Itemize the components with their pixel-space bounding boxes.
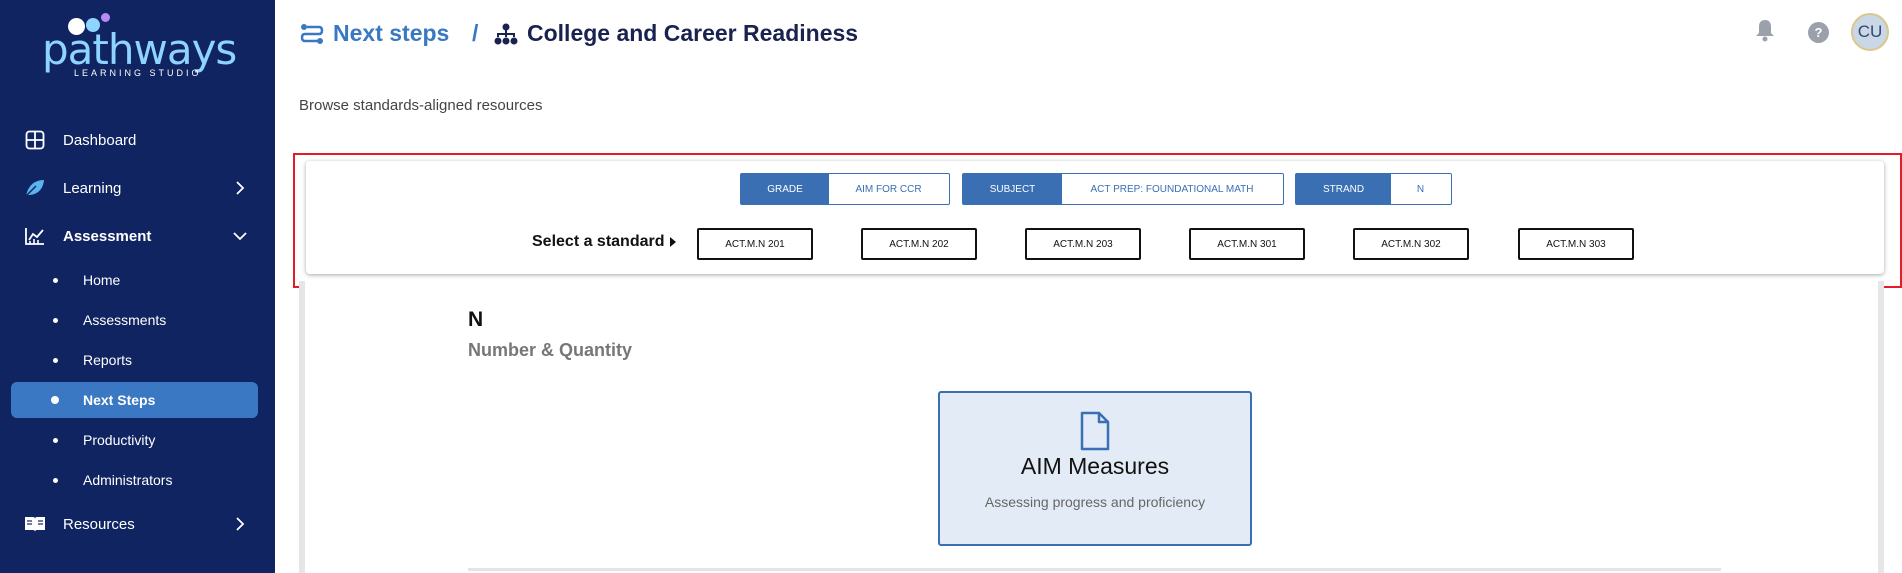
standard-button[interactable]: ACT.M.N 303	[1518, 228, 1634, 260]
bullet-icon	[53, 277, 58, 283]
grade-filter-key: GRADE	[741, 174, 829, 204]
bullet-icon	[53, 437, 58, 443]
breadcrumb-label: Next steps	[333, 20, 450, 46]
sidebar-subitem-home[interactable]: Home	[11, 262, 258, 298]
breadcrumb-current: College and Career Readiness	[494, 20, 858, 47]
select-standard-label: Select a standard	[532, 233, 676, 251]
sidebar-item-assessment[interactable]: Assessment	[0, 216, 275, 256]
standard-button[interactable]: ACT.M.N 302	[1353, 228, 1469, 260]
subject-filter-value: ACT PREP: FOUNDATIONAL MATH	[1062, 174, 1282, 204]
divider	[468, 568, 1721, 571]
strand-name: Number & Quantity	[468, 340, 633, 360]
pathways-logo[interactable]: pathways LEARNING STUDIO	[38, 12, 237, 80]
sidebar-item-learning[interactable]: Learning	[0, 168, 275, 208]
strand-filter-value: N	[1391, 174, 1450, 204]
dashboard-icon	[24, 129, 46, 151]
caret-right-icon	[669, 237, 676, 247]
page-title: College and Career Readiness	[527, 20, 859, 46]
sidebar-subitem-label: Next Steps	[83, 392, 156, 408]
logo-subtitle: LEARNING STUDIO	[74, 68, 202, 78]
standard-button[interactable]: ACT.M.N 301	[1189, 228, 1305, 260]
grade-filter[interactable]: GRADE AIM FOR CCR	[740, 173, 950, 205]
steps-icon	[300, 23, 324, 44]
document-icon	[1080, 411, 1110, 451]
sidebar: pathways LEARNING STUDIO Dashboard Learn…	[0, 0, 275, 573]
avatar[interactable]: CU	[1851, 13, 1889, 51]
sidebar-item-label: Dashboard	[63, 131, 137, 149]
header: Next steps / College and Career Readines…	[275, 0, 1902, 66]
sidebar-subitem-label: Reports	[83, 352, 133, 368]
sidebar-subitem-label: Administrators	[83, 472, 173, 488]
bullet-icon	[53, 357, 58, 363]
sidebar-item-dashboard[interactable]: Dashboard	[0, 120, 275, 160]
grade-filter-value: AIM FOR CCR	[829, 174, 948, 204]
strand-filter[interactable]: STRAND N	[1295, 173, 1452, 205]
logo-dots	[68, 12, 128, 36]
sidebar-subitem-reports[interactable]: Reports	[11, 342, 258, 378]
filter-panel: GRADE AIM FOR CCR SUBJECT ACT PREP: FOUN…	[306, 161, 1884, 274]
sidebar-item-label: Assessment	[63, 227, 152, 245]
bell-icon[interactable]	[1754, 18, 1776, 42]
chart-icon	[24, 225, 46, 247]
sidebar-subitem-label: Assessments	[83, 312, 167, 328]
sidebar-item-resources[interactable]: Resources	[0, 504, 275, 544]
sidebar-subitem-administrators[interactable]: Administrators	[11, 462, 258, 498]
sidebar-item-label: Resources	[63, 515, 135, 533]
sidebar-subitem-productivity[interactable]: Productivity	[11, 422, 258, 458]
help-icon[interactable]: ?	[1808, 22, 1829, 43]
standard-button[interactable]: ACT.M.N 201	[697, 228, 813, 260]
bullet-icon	[53, 477, 58, 483]
strand-filter-key: STRAND	[1296, 174, 1391, 204]
logo-text: pathways	[42, 25, 237, 74]
chevron-right-icon	[236, 181, 245, 195]
sidebar-subitem-assessments[interactable]: Assessments	[11, 302, 258, 338]
subject-filter[interactable]: SUBJECT ACT PREP: FOUNDATIONAL MATH	[962, 173, 1284, 205]
chevron-right-icon	[236, 517, 245, 531]
subject-filter-key: SUBJECT	[963, 174, 1062, 204]
breadcrumb-next-steps[interactable]: Next steps	[300, 20, 449, 47]
sidebar-subitem-label: Productivity	[83, 432, 156, 448]
sidebar-subitem-label: Home	[83, 272, 121, 288]
book-icon	[24, 513, 46, 535]
chevron-down-icon	[233, 232, 247, 241]
bullet-icon	[53, 317, 58, 323]
leaf-icon	[24, 177, 46, 199]
strand-code: N	[468, 308, 484, 331]
aim-measures-card[interactable]: AIM Measures Assessing progress and prof…	[938, 391, 1252, 546]
card-description: Assessing progress and proficiency	[984, 494, 1206, 510]
hierarchy-icon	[494, 23, 518, 44]
card-title: AIM Measures	[1020, 453, 1170, 479]
standard-button[interactable]: ACT.M.N 203	[1025, 228, 1141, 260]
page-description: Browse standards-aligned resources	[299, 97, 543, 114]
sidebar-item-label: Learning	[63, 179, 122, 197]
standard-button[interactable]: ACT.M.N 202	[861, 228, 977, 260]
bullet-icon	[51, 396, 59, 404]
sidebar-subitem-next-steps[interactable]: Next Steps	[11, 382, 258, 418]
breadcrumb-separator: /	[472, 20, 479, 46]
